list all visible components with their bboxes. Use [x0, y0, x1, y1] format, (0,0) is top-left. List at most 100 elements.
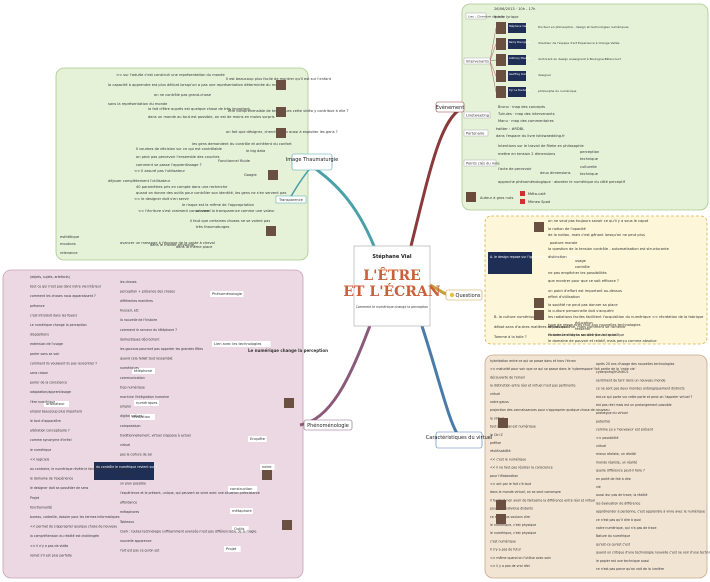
pheno-item: numériques — [120, 366, 139, 370]
pheno-item: perception + présence des choses — [120, 289, 175, 293]
partner-item-2: dans l'espace du livre Ishkwaedding.fr — [496, 134, 565, 138]
pheno-item: le designer doit se posséder de sens — [30, 486, 89, 490]
carac-item: est-ce qui porte sur cette porte et peut… — [596, 395, 693, 399]
person-desc: Docteur en philosophie - design et techn… — [538, 25, 629, 29]
pheno-item: comment les choses nous apparaissent ? — [30, 294, 96, 298]
connector — [489, 27, 497, 62]
mistake-2: Mimeo Spod — [528, 200, 550, 204]
carac-items: hybridation entre ce qui se passe dans e… — [490, 359, 710, 571]
question-item: de la notion, mais c'est gênant lorsqu'o… — [548, 233, 645, 237]
carac-item: le numérique, c'est physique — [490, 523, 536, 527]
carac-item: tout le virtuel est numérique — [490, 425, 536, 429]
branch-caracteristiques-label: Caractéristiques du virtuel — [426, 434, 492, 441]
carac-item: << maturité pour voir que ce qui se pass… — [490, 367, 636, 371]
panel-caracteristiques — [484, 354, 708, 579]
cross-icon — [520, 191, 525, 196]
branch-caracteristiques[interactable]: Caractéristiques du virtuel — [426, 431, 492, 449]
carac-item: quand un critique d'une technologie nouv… — [596, 551, 710, 555]
carac-item: pour des individus distants — [490, 507, 533, 511]
branch-phenomenologie[interactable]: Phénoménologie — [303, 419, 353, 431]
group-box — [224, 546, 241, 552]
image-bottom-note: esthétique — [60, 235, 80, 239]
carac-item: Il n'y a pas de futur — [490, 548, 522, 552]
question-item: ressentir — [575, 327, 591, 331]
branch-transparence[interactable]: Transparence — [275, 195, 307, 204]
pheno-item: comparaison — [120, 424, 141, 428]
point-item: technique — [580, 157, 599, 161]
image-bottom-note: dans la même place — [176, 245, 213, 249]
question-item: ne pas empêcher les possibilités — [548, 271, 607, 275]
person-name-box — [508, 23, 526, 33]
pheno-item: nouvelle apparence — [120, 539, 152, 543]
transparence-note: déjouer complètement l'utilisateur — [108, 179, 171, 183]
carac-item: réutilisabilité — [490, 449, 511, 453]
pheno-group: Outils — [234, 527, 245, 531]
person-desc: directeur de l'équipe d'art Experience à… — [538, 41, 620, 45]
pheno-item: quand cela fallait tout ressemblé — [120, 357, 173, 361]
pheno-item: communication — [120, 376, 145, 380]
evenement-content: 26/06/2013 · 10h - 17h quelle lyrique Li… — [463, 7, 629, 204]
transparence-note: le big data — [246, 149, 265, 153]
carac-item: préfixe — [490, 441, 501, 445]
branch-evenement-label: Evènement — [436, 104, 465, 111]
pheno-item: différentes manières — [120, 299, 153, 303]
pheno-group: Projet — [226, 547, 237, 551]
pheno-item: au contraire, le numérique révèle le fon… — [30, 467, 127, 471]
branch-line-evenement — [408, 106, 463, 251]
branch-evenement[interactable]: Evènement — [435, 101, 465, 113]
carac-item: notre gauss — [490, 400, 509, 404]
avatar-photo — [496, 38, 506, 50]
questions-content: A. le design repose sur l'ignorance, il … — [488, 219, 704, 343]
center-author: Stéphane Vial — [372, 253, 411, 260]
image-note: être compréhensible de techniques cette … — [228, 109, 349, 113]
group-box — [134, 400, 159, 406]
center-title-1: L'ÊTRE — [363, 266, 421, 284]
pheno-item: << il n'y a pas de vidéo — [30, 544, 68, 548]
event-date: 26/06/2013 · 10h - 17h — [494, 7, 535, 11]
pheno-item: les gourous pourront pas apporter les gr… — [120, 347, 203, 351]
pheno-item: pas la culture de soi — [120, 453, 152, 457]
branch-questions[interactable]: Questions — [445, 289, 483, 301]
carac-item: sentiment de tarir dans un nouveau monde — [596, 378, 665, 382]
carac-item: ce n'est pas qu'il dire à quoi — [596, 518, 641, 522]
pheno-item: fonctionnalité — [30, 505, 52, 509]
cross-icon — [520, 199, 525, 204]
carac-item: cyberpnhq/frGhitICS — [596, 370, 628, 374]
group-box — [248, 436, 267, 442]
pheno-item: l'ère numérique — [30, 400, 55, 404]
avatar-photo — [496, 500, 506, 510]
pheno-item: le tout d'apparaître — [30, 419, 61, 423]
pheno-item: domestiques décrochent — [120, 337, 160, 341]
carac-item: en porté de fait à dire — [596, 477, 631, 481]
avatar-photo — [282, 520, 292, 530]
pheno-item: Le numérique change la perception — [30, 323, 87, 327]
branch-phenomenologie-label: Phénoménologie — [307, 422, 349, 429]
image-left-content: << sur l'adulte c'est construit une repr… — [108, 73, 349, 146]
carac-item: virtuel — [596, 444, 606, 448]
branch-image-label: Image Thaumaturgie — [286, 157, 338, 163]
branch-line-phenomenologie — [299, 319, 374, 427]
pheno-item: dispositions — [30, 333, 49, 337]
person-name: Remy Bourganel — [509, 40, 531, 44]
points-list: Intentions sur le travail de Rieke en ph… — [498, 144, 626, 184]
connector — [489, 59, 497, 62]
group-box — [132, 368, 155, 374]
pheno-item: les choses — [120, 280, 137, 284]
mistake-1: Méta-calé — [528, 192, 546, 196]
pheno-item: remet s'il est plus parfaite — [30, 553, 72, 557]
carac-item: appréhender à personne, c'est apprendre … — [596, 510, 705, 514]
transparence-note: 40 paramètres pris en compte dans une re… — [136, 185, 228, 189]
branch-image[interactable]: Image Thaumaturgie — [286, 153, 338, 171]
center-node[interactable]: Stéphane Vial L'ÊTRE ET L'ÉCRAN Comment … — [343, 245, 441, 327]
pheno-item: bureau, corbeille, dossier pour les term… — [30, 515, 120, 519]
pheno-group: construction — [230, 487, 252, 491]
carac-item: << c'est le numérique — [490, 457, 526, 461]
branch-questions-label: Questions — [456, 293, 481, 299]
question-item: les radiations faciles facilitent l'acqu… — [548, 315, 704, 319]
pheno-content: Le numérique change la perception du con… — [30, 275, 328, 557]
carac-item: découverte de l'email — [490, 375, 525, 379]
question-item: Tomme à la toile ? — [493, 335, 527, 339]
